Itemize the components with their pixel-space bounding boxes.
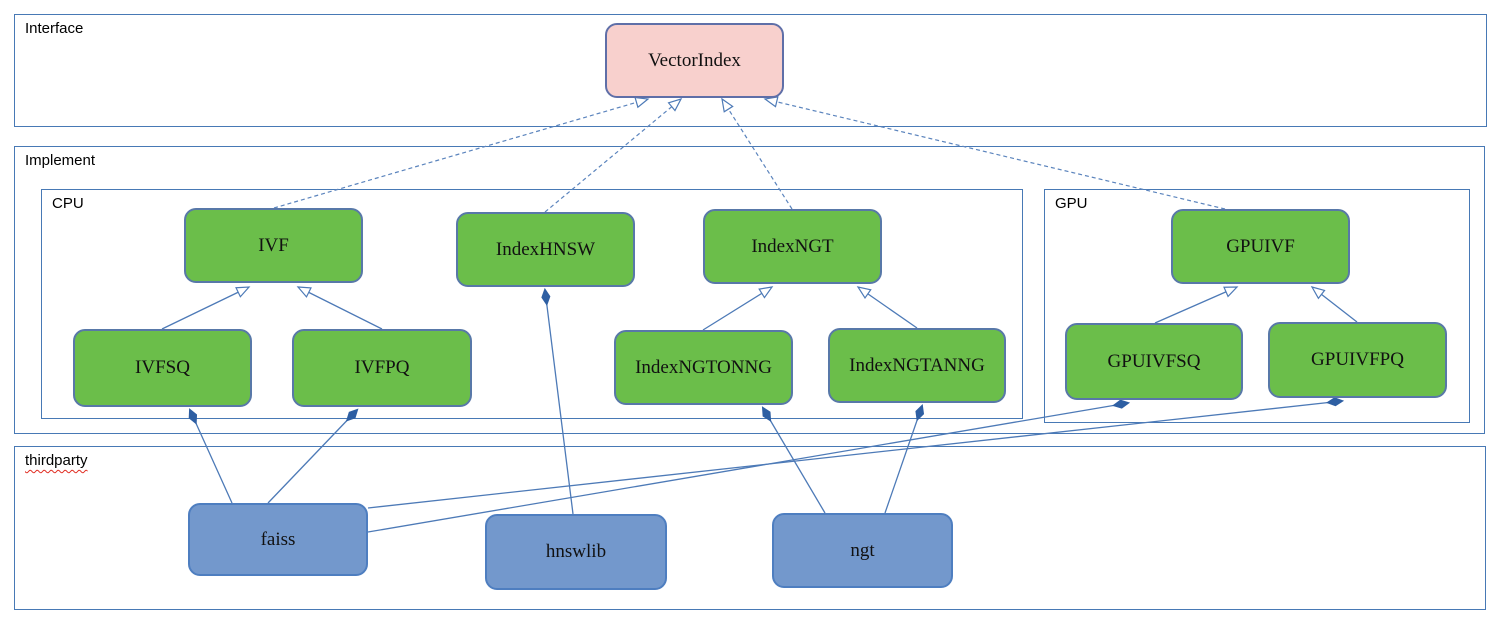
node-gpuivfpq[interactable]: GPUIVFPQ: [1268, 322, 1447, 398]
edge-gpuivf-vectorindex: [763, 96, 1226, 210]
node-faiss[interactable]: faiss: [188, 503, 368, 576]
section-thirdparty[interactable]: thirdparty: [14, 446, 1486, 610]
edge-faiss-ivfsq: [190, 410, 233, 504]
section-gpu[interactable]: GPU: [1044, 189, 1470, 423]
node-indexhnsw[interactable]: IndexHNSW: [456, 212, 635, 287]
node-faiss-label: faiss: [260, 528, 296, 550]
section-cpu-label: CPU: [52, 195, 84, 212]
section-implement[interactable]: Implement: [14, 146, 1485, 434]
node-gpuivfsq[interactable]: GPUIVFSQ: [1065, 323, 1243, 400]
realization-edges: [273, 96, 1226, 213]
edge-indexngt-vectorindex: [721, 97, 793, 210]
node-vectorindex[interactable]: VectorIndex: [605, 23, 784, 98]
node-indexngt[interactable]: IndexNGT: [703, 209, 882, 284]
node-gpuivf[interactable]: GPUIVF: [1171, 209, 1350, 284]
edge-gpuivfsq-gpuivf: [1154, 286, 1239, 324]
section-interface-label: Interface: [25, 20, 84, 37]
node-ngt[interactable]: ngt: [772, 513, 953, 588]
inheritance-edges: [161, 286, 1358, 331]
node-ivfpq[interactable]: IVFPQ: [292, 329, 472, 407]
edge-ivf-vectorindex: [273, 96, 650, 209]
node-gpuivfsq-label: GPUIVFSQ: [1107, 350, 1201, 372]
edge-ivfsq-ivf: [161, 286, 251, 330]
section-interface[interactable]: Interface: [14, 14, 1487, 127]
edge-ngt-indexngtonng: [763, 408, 826, 514]
node-gpuivf-label: GPUIVF: [1226, 235, 1295, 257]
node-indexngtanng-label: IndexNGTANNG: [849, 354, 985, 376]
node-indexhnsw-label: IndexHNSW: [495, 238, 596, 260]
edge-faiss-gpuivfsq: [367, 403, 1128, 533]
edge-hnswlib-indexhnsw: [545, 290, 574, 515]
node-ivfsq-label: IVFSQ: [135, 357, 190, 378]
section-implement-label: Implement: [25, 152, 96, 169]
node-gpuivfpq-label: GPUIVFPQ: [1311, 349, 1404, 370]
node-hnswlib[interactable]: hnswlib: [485, 514, 667, 590]
edge-faiss-ivfpq: [267, 410, 357, 504]
node-ivfpq-label: IVFPQ: [354, 357, 410, 378]
edge-ivfpq-ivf: [296, 286, 383, 330]
node-hnswlib-label: hnswlib: [545, 541, 607, 562]
section-thirdparty-label: thirdparty: [25, 452, 88, 469]
section-gpu-label: GPU: [1055, 195, 1088, 212]
edge-gpuivfpq-gpuivf: [1310, 286, 1358, 323]
edge-indexngtanng-indexngt: [856, 286, 918, 329]
node-indexngtonng[interactable]: IndexNGTONNG: [614, 330, 793, 405]
node-indexngtonng-label: IndexNGTONNG: [635, 356, 772, 378]
node-vectorindex-label: VectorIndex: [648, 49, 741, 71]
node-indexngt-label: IndexNGT: [751, 235, 834, 257]
node-indexngtanng[interactable]: IndexNGTANNG: [828, 328, 1006, 403]
edge-indexngtonng-indexngt: [702, 286, 774, 331]
edge-ngt-indexngtanng: [884, 406, 922, 514]
node-ivfsq[interactable]: IVFSQ: [73, 329, 252, 407]
edge-faiss-gpuivfpq: [367, 401, 1342, 509]
node-ivf[interactable]: IVF: [184, 208, 363, 283]
composition-edges: [190, 290, 1342, 533]
edge-indexhnsw-vectorindex: [544, 98, 683, 213]
section-cpu[interactable]: CPU: [41, 189, 1023, 419]
node-ivf-label: IVF: [258, 234, 289, 256]
node-ngt-label: ngt: [850, 539, 875, 561]
